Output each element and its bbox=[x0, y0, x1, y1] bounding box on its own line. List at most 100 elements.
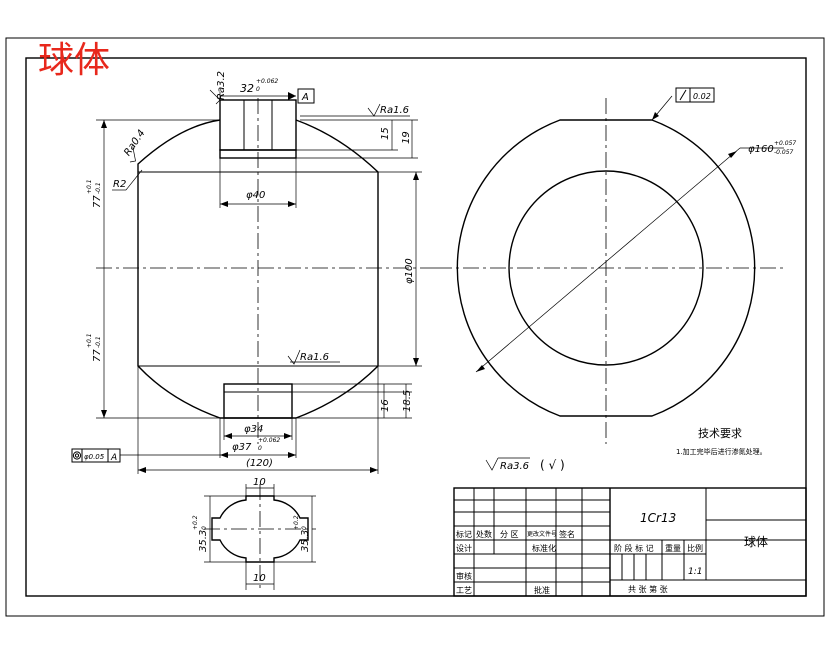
dim-40-arrow-left bbox=[220, 201, 228, 207]
tb-material: 1Cr13 bbox=[640, 511, 676, 525]
ra04-symbol bbox=[129, 146, 136, 163]
outer-border bbox=[5, 37, 825, 617]
sec-10-bottom-text: 10 bbox=[253, 573, 266, 584]
r2-leader bbox=[125, 169, 143, 191]
runout-icon bbox=[679, 89, 687, 101]
tb-part-name: 球体 bbox=[744, 535, 768, 549]
dim-120-arrow-left bbox=[138, 467, 146, 473]
concentricity-icon-inner bbox=[74, 453, 80, 458]
dim-77-upper-tol-u: +0.1 bbox=[86, 179, 93, 194]
dim-160-tol-upper: +0.057 bbox=[774, 140, 796, 147]
dim-40-arrow-right bbox=[288, 201, 296, 207]
dim-120-arrow-right bbox=[370, 467, 378, 473]
sec-h-right-text: 35.3 bbox=[300, 530, 311, 552]
technical-notes: 技术要求 1.加工完毕后进行渗氮处理。 Ra3.6 ( √ ) bbox=[485, 427, 767, 472]
dim-77-arrow-bottom bbox=[101, 410, 107, 418]
ra16-bottom-text: Ra1.6 bbox=[300, 352, 329, 363]
dim-77-lower-text: 77 bbox=[92, 349, 103, 362]
tb-process: 工艺 bbox=[456, 586, 472, 595]
concentricity-icon bbox=[72, 451, 82, 460]
dim-18-text: 18.5 bbox=[402, 390, 413, 412]
title-block: 标记 处数 分 区 更改文件号 签名 设计 标准化 审核 工艺 批准 1Cr13… bbox=[453, 487, 807, 597]
dim-160-text: φ160 bbox=[748, 144, 774, 155]
dim-160-line bbox=[475, 147, 741, 373]
dim-19-text: 19 bbox=[401, 131, 412, 144]
roughness-ra32-text: Ra3.2 bbox=[216, 71, 227, 100]
tb-standard: 标准化 bbox=[532, 543, 556, 553]
runout-value: 0.02 bbox=[693, 92, 711, 101]
tb-hdr-count: 处数 bbox=[476, 529, 492, 539]
top-neck-step bbox=[219, 149, 297, 159]
general-roughness-symbol bbox=[485, 457, 499, 471]
roughness-ra04: Ra0.4 bbox=[122, 128, 148, 163]
roughness-ra16-bottom: Ra1.6 bbox=[287, 349, 340, 365]
concentricity-value: φ0.05 bbox=[84, 453, 105, 461]
sec-h-right-tol-l: 0 bbox=[301, 526, 308, 530]
ra16-top-symbol bbox=[367, 103, 381, 117]
dim-32-tol-upper: +0.062 bbox=[256, 78, 278, 85]
dim-34-arrow-left bbox=[224, 433, 232, 439]
concentricity-datum: A bbox=[110, 453, 117, 463]
dim-100-arrow-top bbox=[413, 172, 419, 180]
tb-approve: 批准 bbox=[534, 585, 550, 595]
dim-77-upper-text: 77 bbox=[92, 195, 103, 208]
dim-77-upper-tol-l: -0.1 bbox=[95, 182, 102, 194]
dim-37-arrow-right bbox=[288, 452, 296, 458]
sec-10-top-text: 10 bbox=[253, 477, 266, 488]
section-view: 10 10 35.3 +0.2 0 35.3 +0.2 0 bbox=[192, 477, 316, 590]
runout-frame bbox=[675, 87, 715, 103]
dim-34-text: φ34 bbox=[244, 424, 263, 435]
dim-120-text: (120) bbox=[246, 458, 273, 469]
datum-arrow bbox=[288, 92, 296, 100]
datum-box bbox=[297, 88, 315, 104]
sec-h-left-tol-l: 0 bbox=[201, 526, 208, 530]
datum-a-label: A bbox=[301, 92, 309, 103]
tb-hdr-sign: 签名 bbox=[559, 529, 575, 539]
dim-160-tol-lower: -0.057 bbox=[774, 149, 794, 156]
tb-weight: 重量 bbox=[665, 543, 681, 553]
tb-hdr-mark: 标记 bbox=[456, 529, 472, 539]
bottom-neck bbox=[223, 383, 293, 419]
dim-34-arrow-right bbox=[284, 433, 292, 439]
tb-hdr-doc: 更改文件号 bbox=[527, 530, 557, 538]
dim-77-arrow-top bbox=[101, 120, 107, 128]
dim-37-arrow-left bbox=[220, 452, 228, 458]
dim-37-tol-lower: 0 bbox=[258, 445, 262, 452]
tb-scale-value: 1:1 bbox=[688, 567, 702, 577]
inner-bore-circle bbox=[508, 170, 704, 366]
dim-37-tol-upper: +0.062 bbox=[258, 437, 280, 444]
dim-32-tol-lower: 0 bbox=[256, 86, 260, 93]
tb-scale: 比例 bbox=[687, 543, 703, 553]
sec-h-left-text: 35.3 bbox=[198, 530, 209, 552]
ra04-text: Ra0.4 bbox=[122, 128, 147, 158]
dim-32-text: 32 bbox=[240, 82, 254, 95]
dim-15-text: 15 bbox=[380, 127, 391, 140]
ra16-top-text: Ra1.6 bbox=[380, 105, 409, 116]
tb-sheets: 共 张 第 张 bbox=[628, 584, 668, 594]
general-roughness-text: Ra3.6 bbox=[500, 461, 529, 472]
dim-100-text: φ100 bbox=[404, 258, 415, 284]
sec-h-right-tol-u: +0.2 bbox=[293, 515, 300, 530]
roughness-ra32: Ra3.2 bbox=[209, 71, 227, 105]
dim-77-lower-tol-u: +0.1 bbox=[86, 333, 93, 348]
general-roughness-paren: ( √ ) bbox=[540, 458, 565, 472]
tb-design: 设计 bbox=[456, 543, 472, 553]
notes-title: 技术要求 bbox=[698, 427, 742, 440]
notes-line1: 1.加工完毕后进行渗氮处理。 bbox=[676, 447, 767, 456]
tb-hdr-zone: 分 区 bbox=[500, 530, 519, 539]
runout-leader-arrow bbox=[652, 112, 659, 120]
dim-160-arrow-upper bbox=[728, 151, 737, 158]
r2-text: R2 bbox=[113, 179, 126, 190]
dim-40-text: φ40 bbox=[246, 190, 265, 201]
dim-16-text: 16 bbox=[380, 399, 391, 412]
concentricity-datum-cell bbox=[107, 448, 121, 463]
sec-h-left-tol-u: +0.2 bbox=[192, 515, 199, 530]
tb-check: 审核 bbox=[456, 571, 472, 581]
tb-stage-mark: 阶 段 标 记 bbox=[614, 543, 654, 553]
dim-160-arrow bbox=[476, 365, 485, 372]
inner-frame bbox=[25, 57, 807, 597]
dim-100-arrow-bottom bbox=[413, 358, 419, 366]
ball-side-outline bbox=[456, 119, 756, 417]
drawing-title: 球体 bbox=[38, 40, 110, 81]
